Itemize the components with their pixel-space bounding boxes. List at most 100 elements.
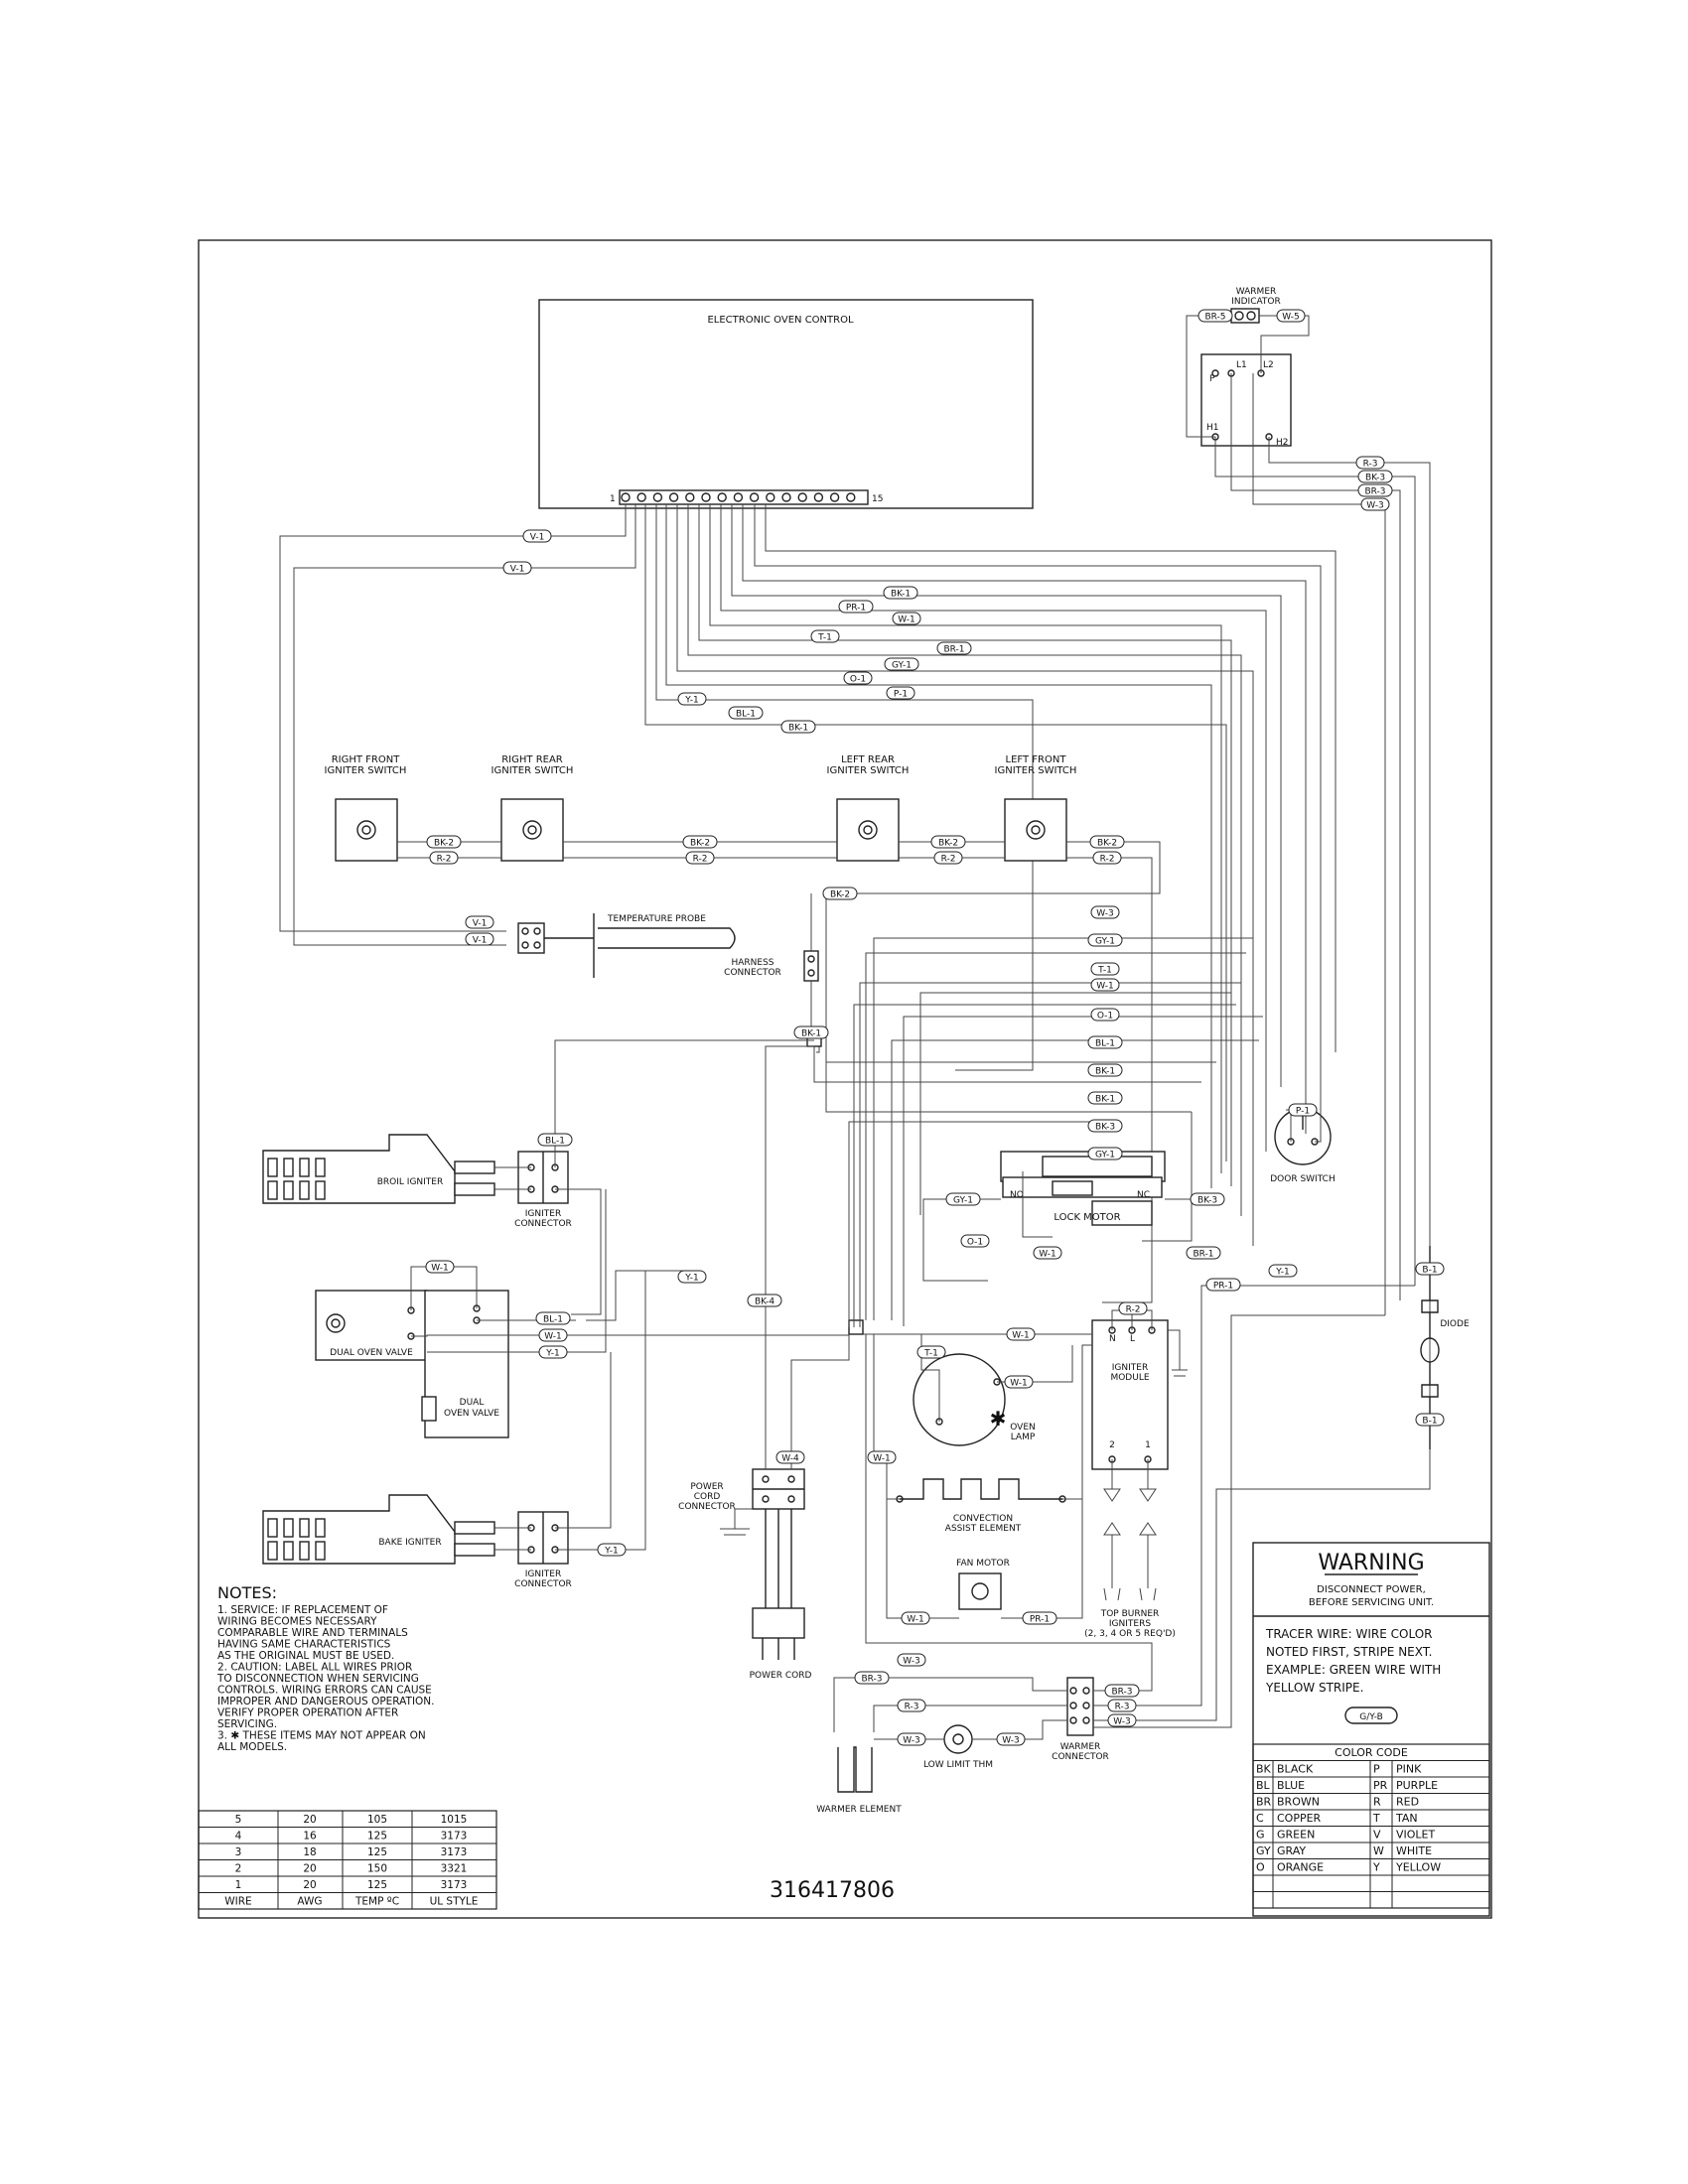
wire-label: W-1 [898,615,915,625]
eoc-terminal-strip [621,492,856,502]
wire-label: BK-3 [1095,1123,1115,1133]
wire-label-pill [1355,456,1385,470]
wire-label-pill [933,851,963,865]
svg-text:IGNITERS: IGNITERS [1109,1619,1151,1629]
wire-table-cell: 20 [303,1863,316,1875]
wire-label-pill [886,686,915,700]
wire-label: R-2 [1126,1305,1141,1315]
wire-label-pill [538,1328,568,1342]
warmer-connector: WARMER CONNECTOR [1052,1677,1109,1762]
wire-label-pill [1415,1413,1445,1427]
color-code-cell: G [1256,1829,1265,1842]
power-cord-connector: POWER CORD CONNECTOR [678,1468,805,1512]
eoc-pin [652,492,663,502]
svg-text:IGNITER SWITCH: IGNITER SWITCH [492,765,574,776]
color-code-cell: PURPLE [1396,1779,1438,1792]
wire-label: W-1 [873,1454,891,1464]
wire-label: W-1 [1096,982,1114,992]
svg-text:WARMER: WARMER [1060,1742,1101,1752]
wire-table-cell: 1 [235,1879,242,1891]
note-line: AS THE ORIGINAL MUST BE USED. [217,1650,394,1662]
left-rear-igniter-switch: LEFT REAR IGNITER SWITCH [827,754,909,862]
wire-label: BK-1 [1095,1067,1115,1077]
wire-label: PR-1 [1213,1282,1233,1292]
wire-label: BK-1 [1095,1095,1115,1105]
wire-label: BK-1 [891,590,911,600]
wire-label-pill [465,932,494,946]
wire-label-pill [537,1133,573,1147]
right-rear-igniter-switch: RIGHT REAR IGNITER SWITCH [492,754,574,862]
eoc-pin [668,492,679,502]
wire-label-pill [1004,1375,1034,1389]
svg-text:LEFT REAR: LEFT REAR [841,754,895,765]
wire-table-cell: 20 [303,1814,316,1826]
warmer-element-label: WARMER ELEMENT [816,1805,902,1815]
wire-label: BK-3 [1365,474,1385,483]
bake-igniter-wires [494,1270,690,1551]
svg-text:CORD: CORD [694,1492,721,1502]
wire-label: W-1 [907,1615,924,1625]
svg-text:OVEN VALVE: OVEN VALVE [444,1409,499,1419]
svg-text:CONNECTOR: CONNECTOR [724,968,781,978]
svg-text:LEFT FRONT: LEFT FRONT [1006,754,1067,765]
bake-igniter: BAKE IGNITER [262,1494,495,1565]
wire-label: GY-1 [892,661,912,671]
wire-label: V-1 [510,565,525,575]
power-cord-label: POWER CORD [750,1671,812,1681]
broil-igniter-wires [494,1039,814,1315]
eoc-pin [846,492,856,502]
wire-label-pill [677,692,707,706]
broil-igniter: BROIL IGNITER [262,1134,495,1204]
power-wires [720,1045,850,1536]
notes: NOTES: 1. SERVICE: IF REPLACEMENT OF WIR… [216,1583,435,1753]
bake-igniter-connector: IGNITER CONNECTOR [514,1511,572,1589]
color-code-cell: BR [1256,1796,1272,1809]
wire-table-cell: 3 [235,1846,242,1858]
svg-text:HARNESS: HARNESS [731,958,774,968]
note-line: COMPARABLE WIRE AND TERMINALS [217,1627,408,1639]
svg-text:MODULE: MODULE [1110,1373,1149,1383]
wire-label-pill [822,887,858,900]
eoc-pin [701,492,711,502]
wire-label: BR-3 [1111,1688,1132,1698]
junction-block-center [848,1319,864,1335]
wire-label-pill [883,586,918,600]
wire-label-pill [1197,309,1233,323]
wire-label: W-1 [1012,1331,1030,1341]
color-code-cell: WHITE [1396,1844,1432,1857]
eoc-pin-first: 1 [610,494,616,504]
wire-label-pill [1022,1611,1057,1625]
wire-label-pill [1104,1684,1140,1698]
color-code-cell: T [1372,1812,1380,1825]
wire-label: P-1 [1296,1107,1310,1117]
svg-text:RIGHT FRONT: RIGHT FRONT [332,754,401,765]
svg-text:1: 1 [1145,1440,1151,1450]
wire-table-cell: 16 [303,1831,317,1843]
lock-motor: NO NC LOCK MOTOR [1000,1151,1166,1226]
svg-text:DUAL: DUAL [460,1398,485,1408]
low-limit-thermostat: LOW LIMIT THM [923,1724,993,1770]
svg-text:ASSIST ELEMENT: ASSIST ELEMENT [945,1524,1022,1534]
note-line: TO DISCONNECTION WHEN SERVICING [216,1673,419,1685]
color-code-cell: ORANGE [1277,1861,1324,1874]
color-code-cell: C [1256,1812,1264,1825]
wire-label: W-3 [903,1657,920,1667]
wire-label-pill [747,1294,782,1307]
wire-table-cell: 125 [367,1831,387,1843]
notes-heading: NOTES: [217,1583,277,1602]
terminal-h2: H2 [1276,438,1289,448]
wire-label: W-3 [1002,1736,1020,1746]
diode-label: DIODE [1440,1319,1470,1329]
svg-text:CONNECTOR: CONNECTOR [678,1502,736,1512]
wire-label-pill [793,1025,829,1039]
color-code-cell: GRAY [1277,1844,1306,1857]
wire-label: BL-1 [736,710,756,720]
note-line: CONTROLS. WIRING ERRORS CAN CAUSE [217,1685,432,1697]
wire-label-pill [1087,1035,1123,1049]
note-line: SERVICING. [217,1718,277,1730]
wire-label-pill [1087,1147,1123,1160]
wire-table-cell: 20 [303,1879,316,1891]
wire-label: R-3 [905,1703,919,1712]
wire-label: Y-1 [684,1274,698,1284]
wire-label: Y-1 [604,1547,618,1557]
